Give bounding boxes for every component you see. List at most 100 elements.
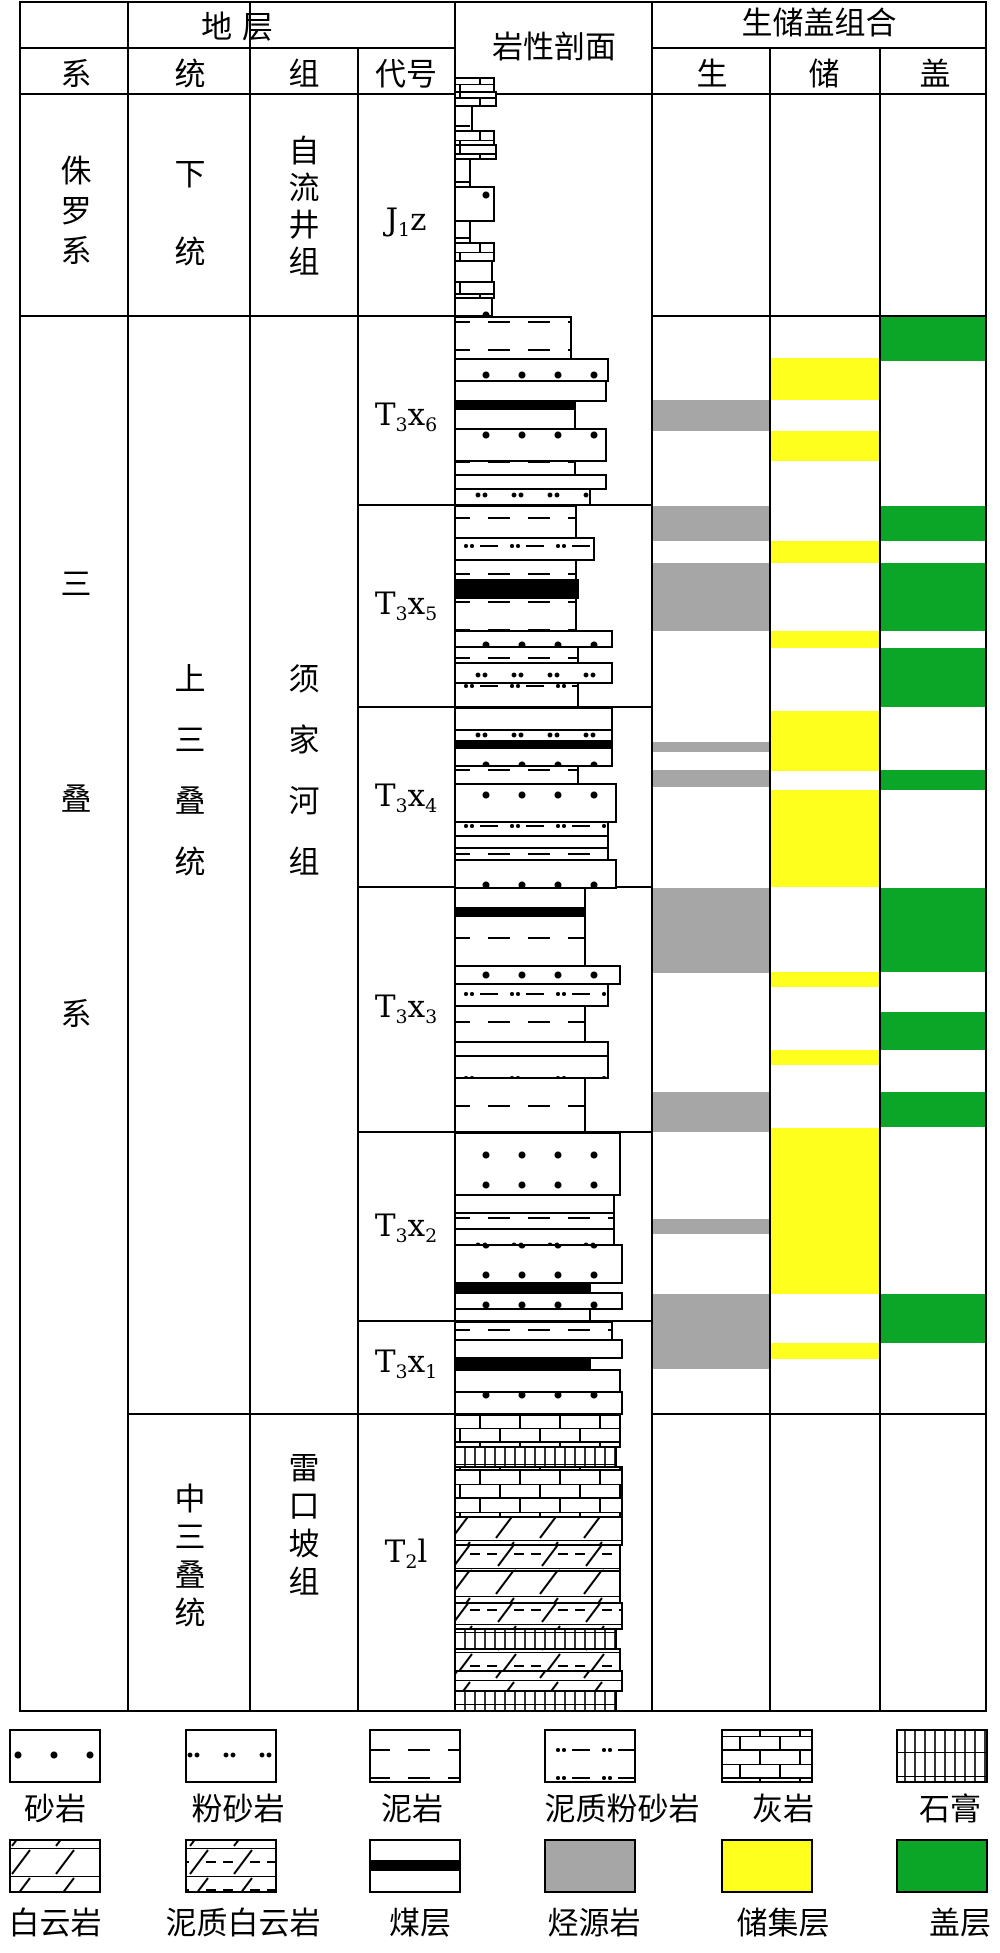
header-combo: 生储盖组合 bbox=[742, 6, 897, 42]
legend-swatch-gypsum bbox=[896, 1729, 988, 1783]
header-col-system: 系 bbox=[61, 57, 92, 93]
bed-dolomite bbox=[454, 1670, 623, 1692]
reservoir-interval bbox=[771, 1343, 879, 1359]
legend-label-cap-rock: 盖层 bbox=[929, 1906, 991, 1942]
bed-mudstone bbox=[454, 1077, 586, 1133]
source-rock-interval bbox=[653, 506, 769, 541]
source-rock-interval bbox=[653, 1092, 769, 1132]
bed-mudstone bbox=[454, 887, 586, 909]
bed-coal bbox=[454, 400, 576, 410]
cap-rock-interval bbox=[881, 1092, 985, 1127]
code-t3x5: T3x5 bbox=[375, 586, 437, 625]
bed-mudstone bbox=[454, 915, 586, 967]
bed-limestone bbox=[454, 1414, 621, 1448]
bed-muddy-siltstone bbox=[454, 537, 595, 561]
legend-swatch-source-rock bbox=[544, 1839, 636, 1893]
bed-sandstone bbox=[454, 474, 607, 490]
bed-sandstone bbox=[454, 783, 617, 823]
header-strata: 地 层 bbox=[201, 10, 273, 46]
bed-mudstone bbox=[454, 105, 473, 132]
reservoir-interval bbox=[771, 541, 879, 563]
bed-muddy-siltstone bbox=[454, 821, 609, 837]
bed-sandstone bbox=[454, 358, 609, 382]
bed-coal bbox=[454, 907, 586, 917]
bed-muddy-siltstone bbox=[454, 1055, 609, 1079]
bed-sandstone bbox=[454, 1391, 623, 1415]
cap-rock-interval bbox=[881, 888, 985, 972]
cap-rock-interval bbox=[881, 563, 985, 631]
bed-sandstone bbox=[454, 428, 607, 462]
bed-muddy-dolomite bbox=[454, 1648, 621, 1672]
bed-siltstone bbox=[454, 488, 591, 506]
bed-gypsum bbox=[454, 1628, 617, 1650]
legend-swatch-sandstone bbox=[9, 1729, 101, 1783]
series-labels: 下统 上三叠统 中三叠统 bbox=[175, 157, 206, 1632]
legend-swatch-dolomite bbox=[9, 1839, 101, 1893]
bed-mudstone bbox=[454, 765, 579, 785]
lithology-profile bbox=[454, 77, 623, 1712]
legend-swatch-mudstone bbox=[369, 1729, 461, 1783]
bed-mudstone bbox=[454, 1212, 615, 1230]
header-col-source: 生 bbox=[697, 57, 728, 93]
bed-sandstone bbox=[454, 260, 493, 283]
bed-limestone bbox=[454, 91, 497, 107]
legend-label-coal: 煤层 bbox=[389, 1906, 451, 1942]
legend-label-muddy-dolomite: 泥质白云岩 bbox=[166, 1906, 321, 1942]
bed-sandstone bbox=[454, 186, 495, 222]
system-labels: 侏罗系 三叠系 bbox=[61, 154, 92, 1033]
bed-sandstone bbox=[454, 859, 617, 889]
reservoir-interval bbox=[771, 711, 879, 771]
legend-label-reservoir: 储集层 bbox=[737, 1906, 830, 1942]
bed-sandstone bbox=[454, 747, 613, 767]
legend-label-mudstone: 泥岩 bbox=[381, 1792, 443, 1828]
legend-label-source-rock: 烃源岩 bbox=[548, 1906, 641, 1942]
cap-rock-interval bbox=[881, 317, 985, 361]
bed-mudstone bbox=[454, 646, 579, 664]
bed-mudstone bbox=[454, 1005, 586, 1043]
legend-label-limestone: 灰岩 bbox=[752, 1792, 814, 1828]
bed-mudstone bbox=[454, 158, 471, 188]
bed-sandstone bbox=[454, 380, 607, 402]
bed-mudstone bbox=[454, 559, 577, 581]
bed-coal bbox=[454, 579, 579, 599]
code-t3x3: T3x3 bbox=[375, 989, 437, 1028]
bed-sandstone bbox=[454, 1041, 609, 1057]
bed-mudstone bbox=[454, 597, 577, 632]
reservoir-interval bbox=[771, 1128, 879, 1294]
cap-rock-column bbox=[881, 317, 985, 1343]
code-j1z: J1z bbox=[383, 202, 427, 241]
system-triassic: 三叠系 bbox=[61, 567, 92, 1033]
formation-leikoupo: 雷口坡组 bbox=[289, 1451, 320, 1601]
bed-sandstone bbox=[454, 965, 621, 985]
cap-rock-interval bbox=[881, 648, 985, 707]
bed-muddy-siltstone bbox=[454, 983, 609, 1007]
reservoir-interval bbox=[771, 431, 879, 461]
bed-coal bbox=[454, 740, 613, 749]
system-jurassic: 侏罗系 bbox=[61, 154, 92, 270]
bed-sandstone bbox=[454, 1244, 623, 1284]
bed-siltstone bbox=[454, 1194, 615, 1214]
series-middle: 中三叠统 bbox=[175, 1482, 206, 1632]
legend-label-gypsum: 石膏 bbox=[919, 1792, 981, 1828]
bed-limestone bbox=[454, 130, 495, 146]
bed-muddy-dolomite bbox=[454, 1544, 621, 1572]
source-rock-interval bbox=[653, 1294, 769, 1369]
legend-label-siltstone: 粉砂岩 bbox=[192, 1792, 285, 1828]
reservoir-column bbox=[771, 358, 879, 1359]
bed-coal bbox=[454, 1282, 591, 1294]
bed-mudstone bbox=[454, 505, 577, 539]
header-col-reservoir: 储 bbox=[809, 57, 840, 93]
header-col-cap: 盖 bbox=[920, 57, 951, 93]
bed-siltstone bbox=[454, 662, 613, 684]
formation-ziliujing: 自流井组 bbox=[289, 134, 320, 281]
reservoir-interval bbox=[771, 631, 879, 648]
bed-muddy-dolomite bbox=[454, 1602, 623, 1630]
bed-mudstone bbox=[454, 1321, 613, 1341]
bed-mudstone bbox=[454, 847, 609, 861]
source-rock-interval bbox=[653, 1219, 769, 1234]
formation-xujiahe: 须家河组 bbox=[289, 662, 320, 881]
legend: 砂岩粉砂岩泥岩泥质粉砂岩灰岩石膏白云岩泥质白云岩煤层烃源岩储集层盖层 bbox=[9, 1729, 991, 1942]
source-rock-interval bbox=[653, 400, 769, 431]
bed-dolomite bbox=[454, 1516, 623, 1546]
